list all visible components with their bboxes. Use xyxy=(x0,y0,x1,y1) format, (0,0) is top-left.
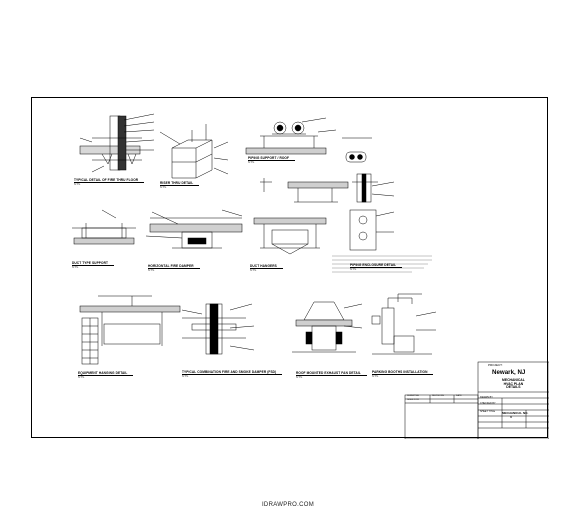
drawing-title-line: DETAILS xyxy=(506,385,521,390)
detail-scale: N.T.S. xyxy=(296,376,303,379)
revision-col-submittal: SUBMITTAL xyxy=(407,395,420,397)
sheet-number: MECHANICAL NO. xyxy=(502,411,529,415)
detail-scale: N.T.S. xyxy=(160,186,167,189)
drawing-title-line: HVAC PLAN xyxy=(503,381,524,386)
detail-parking-booth-drawing xyxy=(371,293,437,355)
detail-scale: N.T.S. xyxy=(78,376,85,379)
page-number: M xyxy=(510,416,513,419)
detail-caption: DUCT HANGERS xyxy=(250,264,283,269)
detail-piping-support-drawing xyxy=(245,117,337,155)
detail-caption: EQUIPMENT HANGING DETAIL xyxy=(78,371,134,376)
detail-caption: TYPICAL DETAIL OF FIRE THRU FLOOR xyxy=(74,178,145,183)
drawn-by-label: DRAWN BY xyxy=(480,396,493,399)
project-name: Newark, NJ xyxy=(492,369,526,376)
detail-scale: N.T.S. xyxy=(248,161,255,164)
detail-scale: N.T.S. xyxy=(182,375,189,378)
detail-caption: TYPICAL COMBINATION FIRE AND SMOKE DAMPE… xyxy=(182,370,283,375)
detail-riser-thru-drawing xyxy=(159,124,229,179)
detail-exhaust-fan-drawing xyxy=(292,301,363,353)
detail-caption: PIPING SUPPORT / ROOF xyxy=(248,156,296,161)
detail-scale: N.T.S. xyxy=(372,375,379,378)
revision-col-revisions: REVISIONS xyxy=(432,395,444,397)
detail-scale: N.T.S. xyxy=(72,266,79,269)
detail-caption: HORIZONTAL FIRE DAMPER xyxy=(148,264,200,269)
detail-scale: N.T.S. xyxy=(350,268,357,271)
detail-slab-hanger-drawing xyxy=(260,178,349,203)
detail-scale: N.T.S. xyxy=(148,269,155,272)
drawing-title: MECHANICAL HVAC PLAN DETAILS xyxy=(502,378,525,390)
detail-fire-thru-floor-drawing xyxy=(79,113,155,173)
title-block-lines xyxy=(477,361,549,439)
detail-scale: N.T.S. xyxy=(250,269,257,272)
detail-scale: N.T.S. xyxy=(74,183,81,186)
detail-horizontal-damper-drawing xyxy=(145,209,243,249)
detail-duct-hangers-drawing xyxy=(253,217,327,255)
detail-piping-enclosure-drawing xyxy=(332,209,432,273)
revision-col-date: DATE xyxy=(456,395,462,397)
drawing-sheet: TYPICAL DETAIL OF FIRE THRU FLOOR N.T.S.… xyxy=(31,97,549,439)
watermark-text: IDRAWPRO.COM xyxy=(261,502,315,508)
cad-drawing xyxy=(72,113,549,439)
title-block: PROJECT: Newark, NJ MECHANICAL HVAC PLAN… xyxy=(478,362,548,439)
drawing-title-line: MECHANICAL xyxy=(502,378,525,382)
detail-caption: PARKING BOOTHS INSTALLATION xyxy=(372,370,434,375)
detail-caption: ROOF MOUNTED EXHAUST FAN DETAIL xyxy=(296,371,367,376)
detail-round-pipe-drawing xyxy=(342,137,372,163)
detail-fsd-drawing xyxy=(181,303,255,355)
detail-duct-support-drawing xyxy=(72,209,136,245)
checked-by-label: CHECKED BY xyxy=(480,402,496,405)
detail-equipment-hanging-drawing xyxy=(79,295,181,365)
detail-caption: RISER THRU DETAIL xyxy=(160,181,200,186)
revision-row: ISSUE FOR xyxy=(407,399,419,401)
sheet-title-label: SHEET TITLE xyxy=(480,410,496,413)
detail-pipe-sleeve-drawing xyxy=(352,173,395,203)
detail-caption: DUCT TYPE SUPPORT xyxy=(72,261,115,266)
revision-table: SUBMITTAL REVISIONS DATE ISSUE FOR xyxy=(405,395,478,439)
project-label: PROJECT: xyxy=(488,363,503,367)
detail-caption: PIPING ENCLOSURE DETAIL xyxy=(350,263,403,268)
